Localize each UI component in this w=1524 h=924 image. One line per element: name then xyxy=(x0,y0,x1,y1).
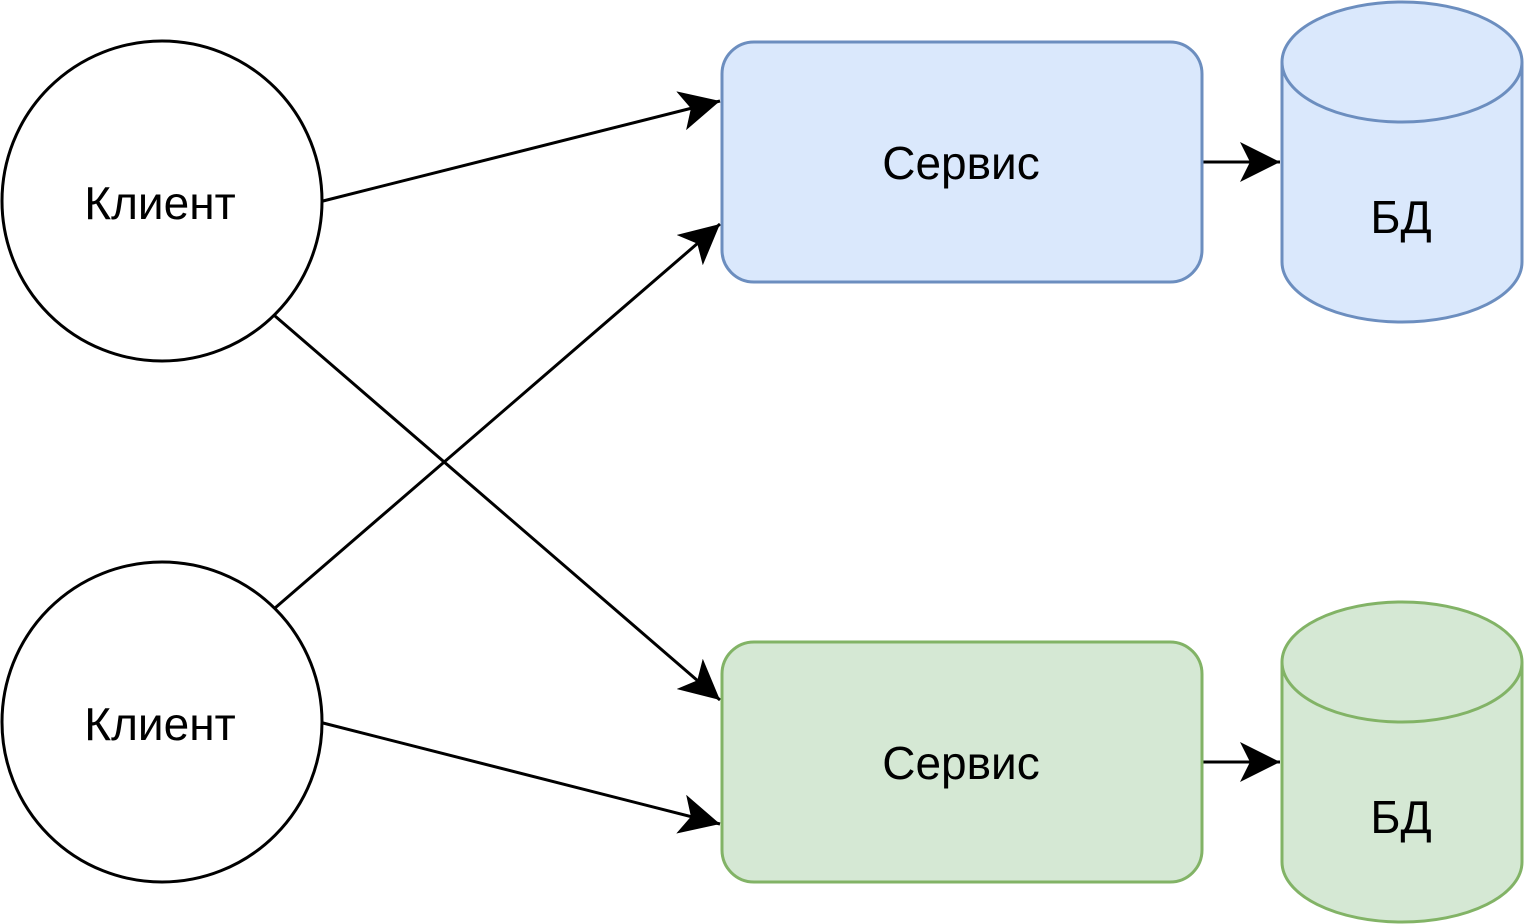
database-cylinder-body xyxy=(1280,0,1524,324)
service-box xyxy=(720,640,1204,884)
arrow-client-2-to-service-2[interactable] xyxy=(322,721,721,834)
arrow-client-1-to-service-1[interactable] xyxy=(322,91,721,203)
client-node-2[interactable]: Клиент xyxy=(0,560,324,884)
database-cylinder-rim xyxy=(1280,661,1524,724)
database-label: БД xyxy=(1370,791,1431,843)
client-circle xyxy=(0,39,324,363)
database-cylinder-body xyxy=(1280,600,1524,924)
client-circle xyxy=(0,560,324,884)
service-label: Сервис xyxy=(882,137,1040,189)
service-label: Сервис xyxy=(882,737,1040,789)
service-node-2[interactable]: Сервис xyxy=(720,640,1204,884)
database-cylinder-rim xyxy=(1280,61,1524,124)
client-label: Клиент xyxy=(84,177,235,229)
arrow-client-1-to-service-2[interactable] xyxy=(274,314,721,702)
client-node-1[interactable]: Клиент xyxy=(0,39,324,363)
client-label: Клиент xyxy=(84,698,235,750)
database-label: БД xyxy=(1370,191,1431,243)
connections xyxy=(274,91,1280,834)
arrow-client-2-to-service-1[interactable] xyxy=(274,222,721,610)
service-box xyxy=(720,40,1204,284)
service-node-1[interactable]: Сервис xyxy=(720,40,1204,284)
database-node-1[interactable]: БД xyxy=(1280,0,1524,324)
database-node-2[interactable]: БД xyxy=(1280,600,1524,924)
